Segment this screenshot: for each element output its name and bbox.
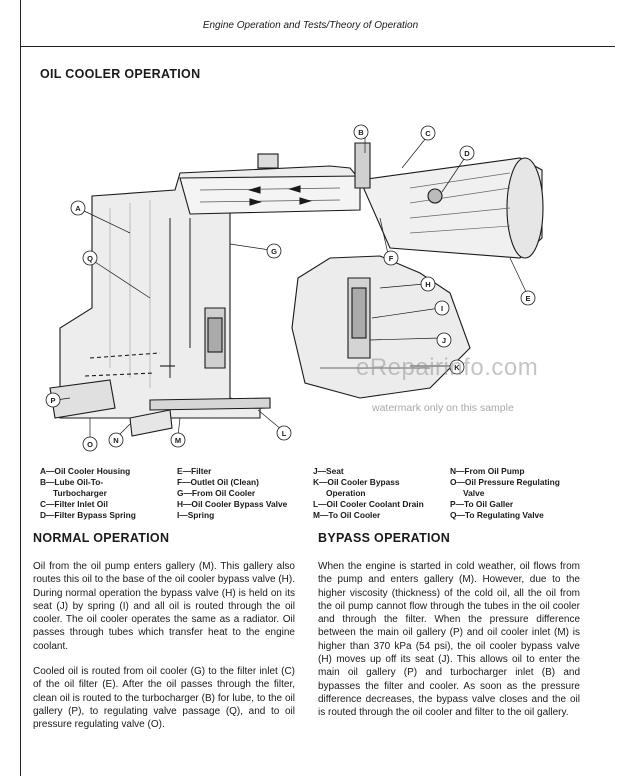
callout-e: E	[525, 294, 530, 303]
callout-o: O	[87, 440, 93, 449]
callout-l: L	[282, 429, 287, 438]
legend-item: P—To Oil Galler	[450, 499, 514, 510]
legend-item: Operation	[326, 488, 366, 499]
legend-item: A—Oil Cooler Housing	[40, 466, 131, 476]
watermark-site: eRepairinfo.com	[356, 354, 539, 381]
oil-cooler-diagram: A B C D E F G H I J K L M N O P Q	[45, 124, 544, 452]
legend-column-3: J—Seat K—Oil Cooler Bypass Operation L—O…	[313, 466, 424, 521]
callout-n: N	[113, 436, 118, 445]
legend-item: C—Filter Inlet Oil	[40, 499, 108, 510]
callout-g: G	[271, 247, 277, 256]
legend-item: H—Oil Cooler Bypass Valve	[177, 499, 288, 510]
legend-item: L—Oil Cooler Coolant Drain	[313, 499, 424, 510]
callout-q: Q	[87, 254, 93, 263]
running-header: Engine Operation and Tests/Theory of Ope…	[202, 20, 419, 31]
callout-j: J	[442, 336, 446, 345]
legend-item: D—Filter Bypass Spring	[40, 510, 136, 521]
legend-item: Turbocharger	[53, 488, 107, 499]
bypass-operation-title: BYPASS OPERATION	[318, 531, 451, 545]
header-rule	[20, 46, 615, 47]
legend-item: J—Seat	[313, 466, 344, 476]
callout-k: K	[454, 363, 460, 372]
normal-operation-title: NORMAL OPERATION	[33, 531, 170, 545]
callout-m: M	[175, 436, 181, 445]
legend-item: Valve	[463, 488, 485, 499]
legend-column-4: N—From Oil Pump O—Oil Pressure Regulatin…	[450, 466, 560, 521]
callout-i: I	[441, 304, 443, 313]
legend-item: E—Filter	[177, 466, 212, 476]
callout-d: D	[464, 149, 470, 158]
callout-f: F	[389, 254, 394, 263]
legend-item: F—Outlet Oil (Clean)	[177, 477, 259, 488]
left-margin-rule	[20, 0, 21, 776]
legend-column-1: A—Oil Cooler Housing B—Lube Oil-To- Turb…	[40, 466, 136, 521]
callout-c: C	[425, 129, 431, 138]
callout-a: A	[75, 204, 81, 213]
normal-operation-paragraph-2: Cooled oil is routed from oil cooler (G)…	[33, 666, 295, 731]
bypass-operation-paragraph: When the engine is started in cold weath…	[318, 561, 580, 719]
normal-operation-paragraph-1: Oil from the oil pump enters gallery (M)…	[33, 561, 295, 652]
legend-item: K—Oil Cooler Bypass	[313, 477, 400, 488]
callout-h: H	[425, 280, 430, 289]
callout-p: P	[50, 396, 55, 405]
legend-item: O—Oil Pressure Regulating	[450, 477, 560, 488]
legend-item: G—From Oil Cooler	[177, 488, 256, 499]
legend-item: B—Lube Oil-To-	[40, 477, 104, 488]
watermark-note: watermark only on this sample	[372, 402, 514, 414]
callout-b: B	[358, 128, 364, 137]
legend-item: N—From Oil Pump	[450, 466, 525, 476]
legend-column-2: E—Filter F—Outlet Oil (Clean) G—From Oil…	[177, 466, 287, 521]
oil-cooler-title: OIL COOLER OPERATION	[40, 67, 201, 81]
legend-item: M—To Oil Cooler	[313, 510, 381, 521]
legend-item: I—Spring	[177, 510, 215, 521]
legend-item: Q—To Regulating Valve	[450, 510, 544, 521]
